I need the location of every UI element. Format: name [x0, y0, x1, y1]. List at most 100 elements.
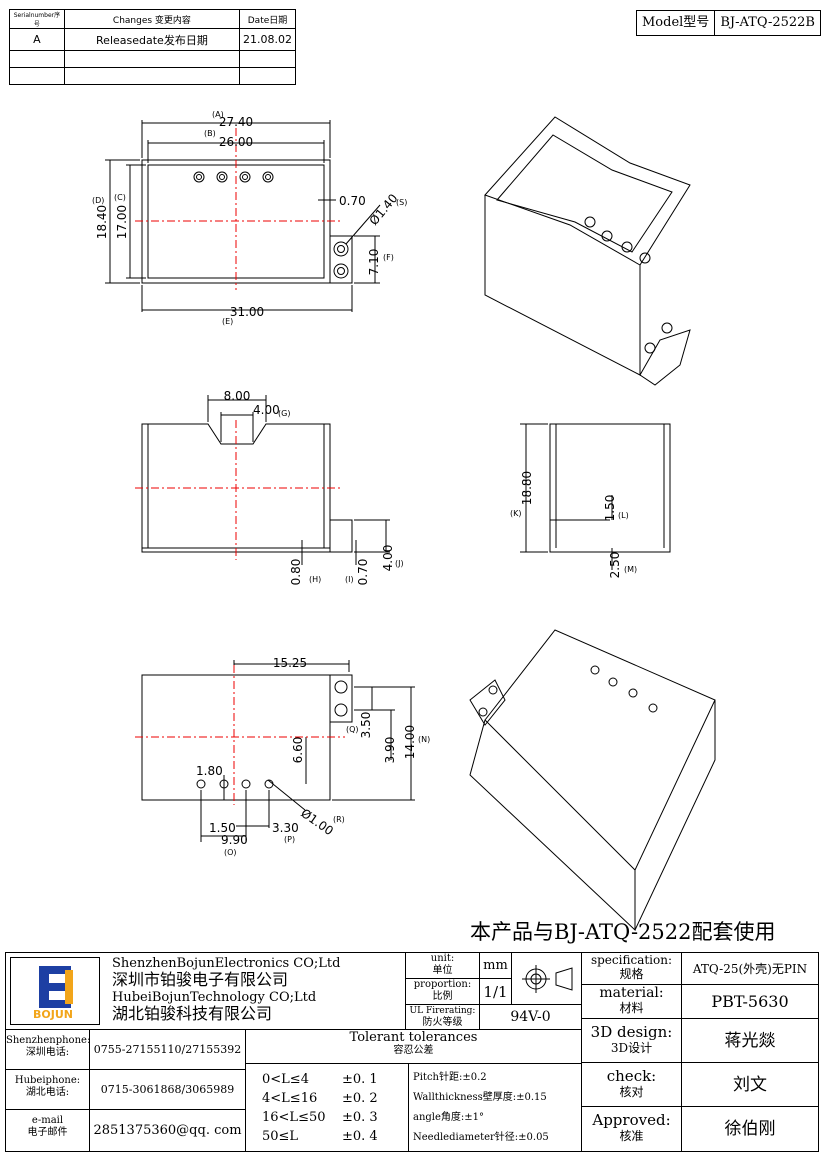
material-label-en: material:: [599, 985, 664, 1001]
material-label-cn: 材料: [619, 1001, 644, 1015]
title-block: BOJUN ShenzhenBojunElectronics CO;Ltd 深圳…: [5, 952, 819, 1152]
proportion-label-en: proportion:: [413, 979, 472, 990]
design-label-en: 3D design:: [590, 1023, 673, 1041]
contact-sz-value: 0755-27155110/27155392: [90, 1030, 246, 1070]
company-line-4: 湖北铂骏科技有限公司: [112, 1004, 273, 1023]
dim-e-label: (E): [222, 317, 233, 326]
isometric-view-bottom: [469, 629, 716, 932]
tolerance-row: 16<L≤50 ±0. 3: [262, 1108, 408, 1127]
dim-width: 15.25: [273, 656, 307, 670]
dim-390: 3.90: [383, 737, 397, 764]
projection-symbol: [512, 953, 582, 1005]
proportion-label: proportion: 比例: [406, 979, 480, 1005]
dim-s: Ø1.40: [367, 191, 401, 228]
dim-d-label: (D): [92, 196, 104, 205]
ul-label-en: UL Firerating:: [409, 1006, 476, 1016]
ul-value: 94V-0: [480, 1005, 582, 1030]
tolerance-note: Needlediameter针径:±0.05: [413, 1132, 549, 1143]
dim-a-label: (A): [212, 110, 224, 119]
tolerance-note: Wallthickness壁厚度:±0.15: [413, 1092, 547, 1103]
tolerance-range: 0<L≤4: [262, 1072, 309, 1087]
dim-gap: 0.70: [339, 194, 366, 208]
unit-label-cn: 单位: [432, 965, 453, 976]
check-value: 刘文: [682, 1063, 818, 1107]
approved-label-en: Approved:: [592, 1111, 671, 1129]
check-label: check: 核对: [582, 1063, 682, 1107]
tolerance-range: 16<L≤50: [262, 1110, 326, 1125]
logo-text: BOJUN: [33, 1008, 73, 1021]
dim-660: 6.60: [291, 737, 305, 764]
material-label: material: 材料: [582, 985, 682, 1019]
contact-hb-label: Hubeiphone: 湖北电话:: [6, 1070, 90, 1110]
isometric-view-top: [484, 116, 691, 386]
design-label: 3D design: 3D设计: [582, 1019, 682, 1063]
unit-label-en: unit:: [430, 953, 455, 964]
dim-r-label: (R): [333, 815, 345, 824]
tolerance-row: 0<L≤4±0. 1: [262, 1070, 408, 1089]
contact-hb-value: 0715-3061868/3065989: [90, 1070, 246, 1110]
material-value: PBT-5630: [682, 985, 818, 1019]
unit-label: unit: 单位: [406, 953, 480, 979]
revision-table: Serialnumber序号 Changes 变更内容 Date日期 A Rel…: [9, 9, 296, 85]
side-view: [520, 423, 671, 570]
proportion-label-cn: 比例: [432, 991, 453, 1002]
tolerance-value: ±0. 2: [342, 1091, 378, 1106]
bottom-view: [141, 660, 415, 842]
spec-label-cn: 规格: [619, 967, 644, 981]
contact-email-en: e-mail: [31, 1115, 64, 1126]
logo-mark: [39, 966, 73, 1008]
model-label: Model型号: [642, 15, 710, 30]
dim-m-label: (M): [624, 565, 637, 574]
rev-date: 21.08.02: [239, 28, 296, 51]
technical-drawing: 27.40 (A) 26.00 (B) 18.40 (D) 17.00 (C) …: [92, 110, 716, 932]
tolerance-title-en: Tolerant tolerances: [349, 1030, 478, 1045]
dim-f-label: (F): [383, 253, 394, 262]
dim-q: 3.50: [359, 712, 373, 739]
rev-change: Releasedate发布日期: [63, 28, 241, 51]
company-line-3: HubeiBojunTechnology CO;Ltd: [112, 990, 317, 1005]
tolerance-note: angle角度:±1°: [413, 1112, 485, 1123]
dim-p-label: (P): [284, 835, 295, 844]
dim-b-label: (B): [204, 129, 216, 138]
company-line-1: ShenzhenBojunElectronics CO;Ltd: [112, 956, 341, 971]
dim-p: 3.30: [272, 821, 299, 835]
dim-e: 31.00: [230, 305, 264, 319]
rev-empty: [239, 67, 296, 85]
dim-h-label: (H): [309, 575, 321, 584]
model-value: BJ-ATQ-2522B: [714, 11, 820, 35]
tolerance-value: ±0. 3: [342, 1110, 378, 1125]
dim-h: 0.80: [289, 559, 303, 586]
approved-label-cn: 核准: [619, 1129, 644, 1143]
proportion-value: 1/1: [480, 979, 512, 1005]
spec-label: specification: 规格: [582, 953, 682, 985]
dim-o-label: (O): [224, 848, 237, 857]
centerlines: [135, 128, 345, 805]
contact-email-cn: 电子邮件: [27, 1127, 68, 1138]
tolerance-note: Pitch针距:±0.2: [413, 1072, 487, 1083]
contact-email-label: e-mail 电子邮件: [6, 1110, 90, 1151]
dim-k: 18.80: [520, 471, 534, 505]
tolerance-range: 4<L≤16: [262, 1091, 318, 1106]
dim-f: 7.10: [367, 249, 381, 276]
dim-m: 2.50: [608, 552, 622, 579]
front-view: [141, 395, 390, 565]
dim-g: 4.00: [253, 403, 280, 417]
contact-sz-label: Shenzhenphone: 深圳电话:: [6, 1030, 90, 1070]
contact-email-value: 2851375360@qq. com: [90, 1110, 246, 1151]
dim-c: 17.00: [115, 205, 129, 239]
ul-label: UL Firerating: 防火等级: [406, 1005, 480, 1030]
tolerance-ranges: 0<L≤4±0. 1 4<L≤16 ±0. 2 16<L≤50 ±0. 3 50≤L…: [246, 1064, 409, 1151]
contact-hb-cn: 湖北电话:: [25, 1087, 70, 1098]
dim-q-label: (Q): [346, 725, 359, 734]
approved-label: Approved: 核准: [582, 1107, 682, 1151]
dim-i: 0.70: [356, 559, 370, 586]
model-box: Model型号 BJ-ATQ-2522B: [636, 10, 821, 36]
design-label-cn: 3D设计: [610, 1041, 653, 1055]
dim-b: 26.00: [219, 135, 253, 149]
dim-k-label: (K): [510, 509, 522, 518]
dim-r: Ø1.00: [298, 806, 336, 838]
tolerance-value: ±0. 4: [342, 1129, 378, 1144]
tolerance-range: 50≤L: [262, 1129, 299, 1144]
dim-notch: 8.00: [224, 389, 251, 403]
spec-label-en: specification:: [590, 953, 673, 967]
